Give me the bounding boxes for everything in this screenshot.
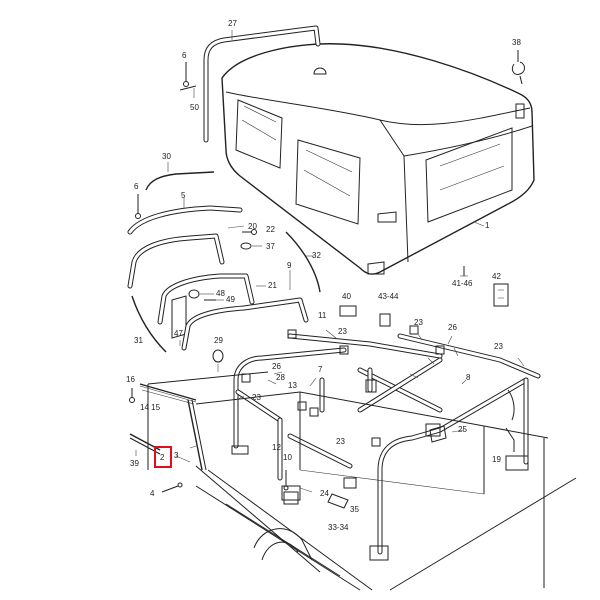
label-5[interactable]: 5	[181, 191, 186, 200]
label-10[interactable]: 10	[283, 453, 292, 462]
hinge-14-15[interactable]	[139, 383, 197, 405]
plate-25[interactable]	[425, 423, 441, 437]
label-16[interactable]: 16	[126, 375, 135, 384]
clip-40[interactable]	[339, 305, 357, 317]
label-38[interactable]: 38	[512, 38, 521, 47]
label-49[interactable]: 49	[226, 295, 235, 304]
label-23-a[interactable]: 23	[414, 318, 423, 327]
part-labels: 27 6 50 38 30 6 5 1 20 22 37 32 9 41-46 …	[126, 19, 521, 532]
label-31[interactable]: 31	[134, 336, 143, 345]
label-21[interactable]: 21	[268, 281, 277, 290]
canopy-soft-top[interactable]	[221, 43, 535, 275]
label-42[interactable]: 42	[492, 272, 501, 281]
label-23-e[interactable]: 23	[336, 437, 345, 446]
label-1[interactable]: 1	[485, 221, 490, 230]
label-23-d[interactable]: 23	[252, 393, 261, 402]
bolt-4[interactable]	[161, 482, 183, 493]
label-3[interactable]: 3	[174, 451, 179, 460]
label-7[interactable]: 7	[318, 365, 323, 374]
label-20[interactable]: 20	[248, 222, 257, 231]
label-40[interactable]: 40	[342, 292, 351, 301]
label-25[interactable]: 25	[458, 425, 467, 434]
label-37[interactable]: 37	[266, 242, 275, 251]
washer-37[interactable]	[240, 242, 262, 250]
bolt-6-top[interactable]	[179, 62, 197, 98]
bolt-16[interactable]	[129, 388, 135, 403]
washer-33-34[interactable]	[327, 493, 349, 509]
bracket-43-44[interactable]	[379, 313, 391, 327]
label-29[interactable]: 29	[214, 336, 223, 345]
seal-3[interactable]	[187, 399, 207, 471]
label-6-left[interactable]: 6	[134, 182, 139, 191]
rail-5[interactable]	[127, 198, 243, 235]
label-22[interactable]: 22	[266, 225, 275, 234]
label-2[interactable]: 2	[160, 453, 165, 462]
label-9[interactable]: 9	[287, 261, 292, 270]
label-23-c[interactable]: 23	[494, 342, 503, 351]
label-32[interactable]: 32	[312, 251, 321, 260]
label-33-34[interactable]: 33-34	[328, 523, 349, 532]
plate-24[interactable]	[281, 485, 301, 501]
label-50[interactable]: 50	[190, 103, 199, 112]
roll-cage[interactable]	[231, 325, 541, 561]
bow-21[interactable]	[157, 273, 266, 325]
label-48[interactable]: 48	[216, 289, 225, 298]
label-26-b[interactable]: 26	[272, 362, 281, 371]
fitting-48[interactable]	[188, 289, 214, 299]
bolt-6-left[interactable]	[135, 194, 141, 219]
buckle-42[interactable]	[493, 283, 509, 307]
label-6-top[interactable]: 6	[182, 51, 187, 60]
label-43-44[interactable]: 43-44	[378, 292, 399, 301]
label-26-a[interactable]: 26	[448, 323, 457, 332]
side-strip-32[interactable]	[285, 231, 321, 293]
label-13[interactable]: 13	[288, 381, 297, 390]
label-12[interactable]: 12	[272, 443, 281, 452]
plate-35[interactable]	[343, 477, 357, 489]
label-41-46[interactable]: 41-46	[452, 279, 473, 288]
label-27[interactable]: 27	[228, 19, 237, 28]
highlighted-part-2[interactable]: 2	[154, 446, 172, 468]
strip-31[interactable]	[131, 295, 167, 353]
label-47[interactable]: 47	[174, 329, 183, 338]
bolt-22[interactable]	[242, 229, 257, 235]
rail-30[interactable]	[145, 162, 215, 191]
bolt-10[interactable]	[283, 470, 289, 491]
label-8[interactable]: 8	[466, 373, 471, 382]
vehicle-bed	[147, 371, 577, 591]
label-19[interactable]: 19	[492, 455, 501, 464]
label-28[interactable]: 28	[276, 373, 285, 382]
label-39[interactable]: 39	[130, 459, 139, 468]
label-35[interactable]: 35	[350, 505, 359, 514]
hook-38[interactable]	[511, 50, 525, 85]
leader-lines	[175, 329, 525, 493]
fitting-19[interactable]	[505, 389, 515, 452]
clip-29[interactable]	[212, 349, 224, 363]
bow-20[interactable]	[127, 225, 245, 289]
label-11[interactable]: 11	[318, 311, 327, 320]
label-4[interactable]: 4	[150, 489, 155, 498]
pin-41-46[interactable]	[460, 266, 468, 277]
rail-9[interactable]	[181, 270, 309, 351]
label-23-b[interactable]: 23	[338, 327, 347, 336]
front-bow-frame[interactable]	[203, 25, 321, 143]
label-30[interactable]: 30	[162, 152, 171, 161]
label-24[interactable]: 24	[320, 489, 329, 498]
label-14-15[interactable]: 14 15	[140, 403, 161, 412]
